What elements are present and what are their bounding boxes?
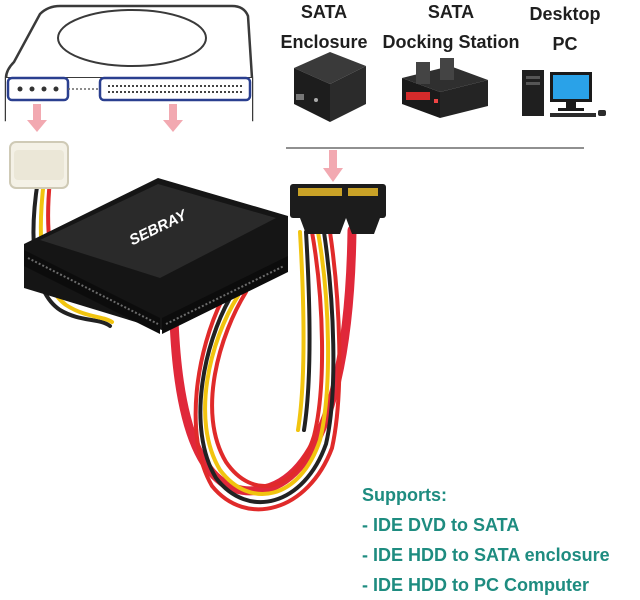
- device-label-sata-enclosure: SATA Enclosure: [274, 2, 374, 52]
- molex-connector: [9, 141, 69, 189]
- cable-bundle: [31, 178, 357, 512]
- device-label-docking-station: SATA Docking Station: [376, 2, 526, 52]
- supports-list: Supports: - IDE DVD to SATA - IDE HDD to…: [362, 480, 610, 600]
- device-label-line: SATA: [300, 2, 348, 22]
- device-label-line: Enclosure: [280, 32, 368, 52]
- supports-item: - IDE HDD to PC Computer: [362, 575, 589, 595]
- sata-enclosure-icon: [294, 52, 366, 122]
- supports-item: - IDE HDD to SATA enclosure: [362, 545, 610, 565]
- hard-drive-illustration: [4, 4, 254, 122]
- device-label-desktop-pc: Desktop PC: [522, 4, 608, 54]
- device-label-line: Desktop: [529, 4, 601, 24]
- ide-port-icon: [98, 76, 252, 102]
- arrow-down-icon: [163, 104, 183, 132]
- desktop-pc-icon: [522, 70, 606, 117]
- sata-connector: [290, 184, 386, 234]
- molex-port-icon: [6, 76, 70, 102]
- docking-station-icon: [402, 58, 488, 118]
- arrow-down-icon: [27, 104, 47, 132]
- supports-title: Supports:: [362, 485, 447, 505]
- device-label-line: Docking Station: [382, 32, 520, 52]
- supports-item: - IDE DVD to SATA: [362, 515, 520, 535]
- arrow-down-icon: [323, 150, 343, 182]
- device-label-line: PC: [552, 34, 578, 54]
- ide-to-sata-adapter: SEBRAY: [24, 178, 288, 334]
- device-label-line: SATA: [427, 2, 475, 22]
